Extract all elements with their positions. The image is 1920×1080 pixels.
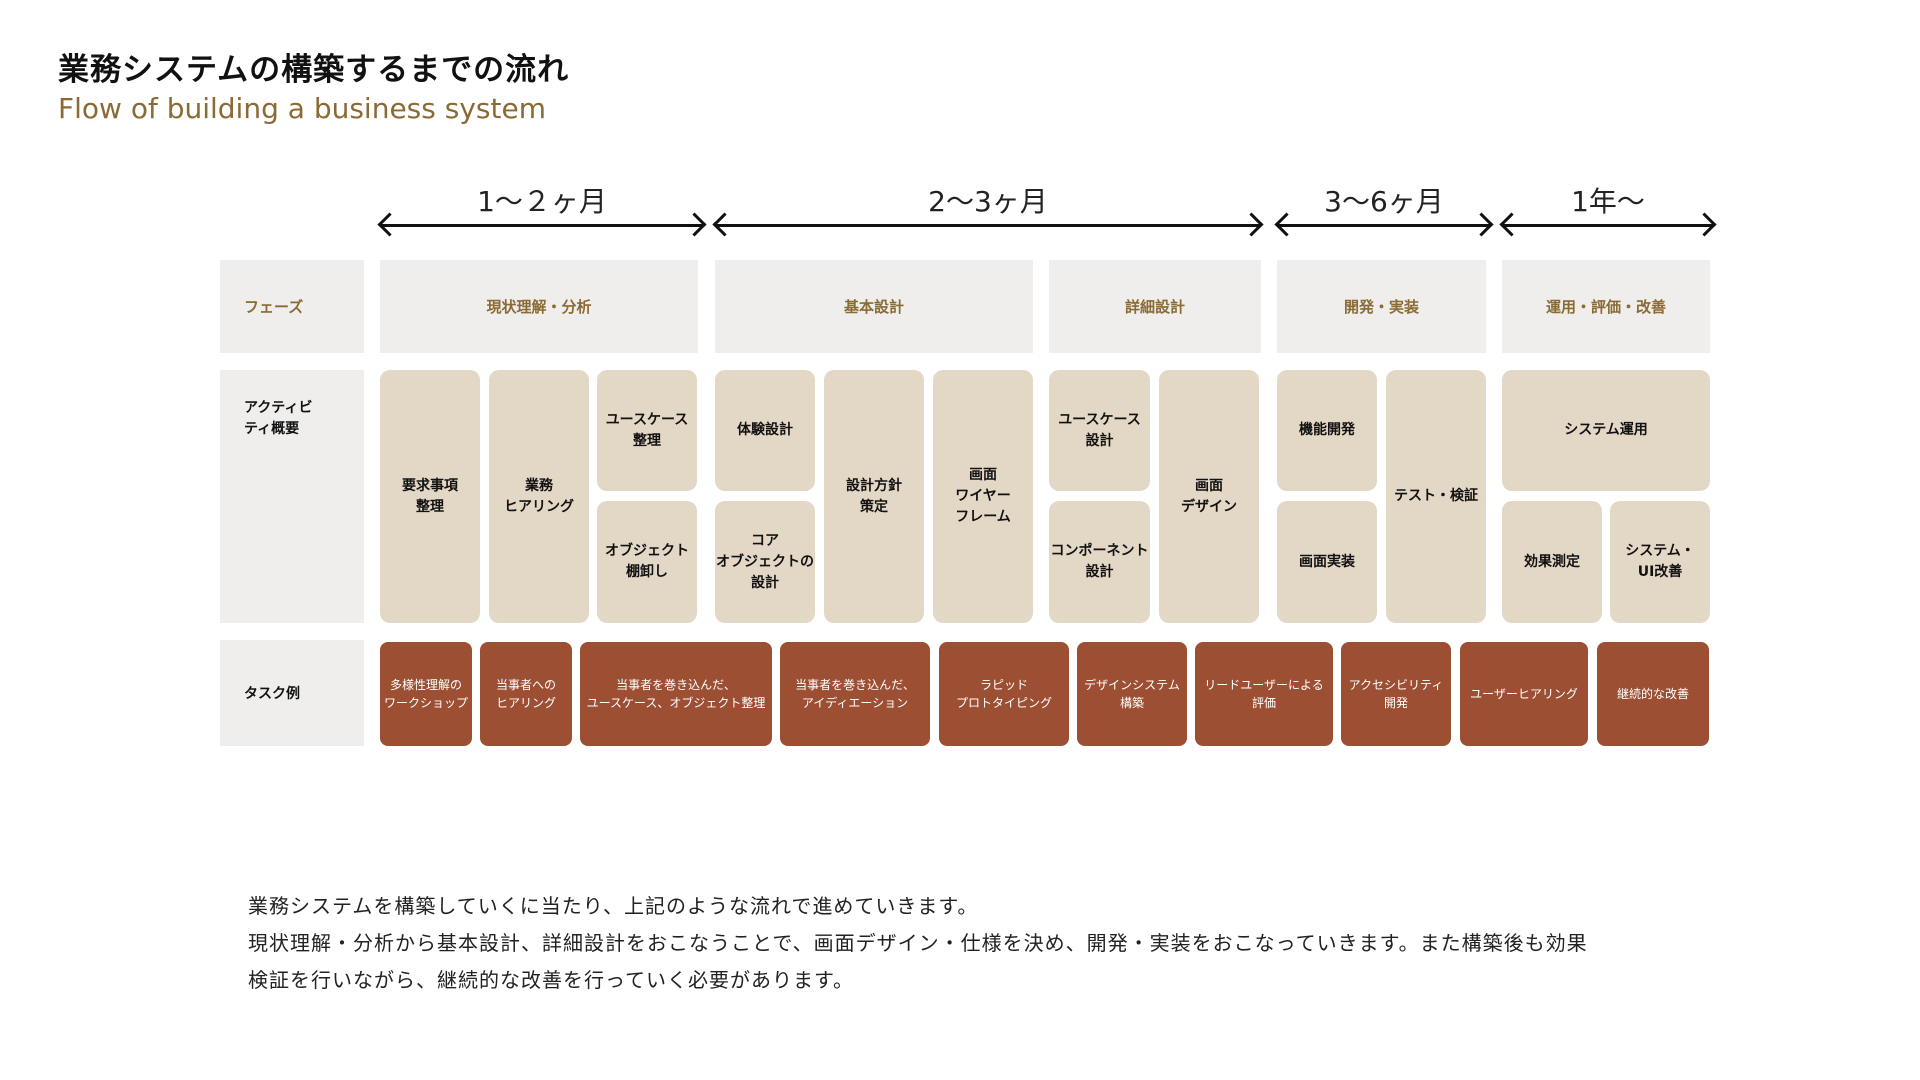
activity-business-hearing: 業務 ヒアリング: [489, 370, 589, 623]
task-user-hearing: ユーザーヒアリング: [1460, 642, 1588, 746]
duration-label: 3〜6ヶ月: [1324, 185, 1444, 218]
description-line: 検証を行いながら、継続的な改善を行っていく必要があります。: [248, 968, 854, 992]
duration-1: 1〜２ヶ月: [377, 180, 707, 240]
task-continuous-improvement: 継続的な改善: [1597, 642, 1709, 746]
activity-effect-measurement: 効果測定: [1502, 501, 1602, 623]
phase-operation: 運用・評価・改善: [1502, 260, 1710, 353]
activity-requirements: 要求事項 整理: [380, 370, 480, 623]
description-line: 業務システムを構築していくに当たり、上記のような流れで進めていきます。: [248, 894, 979, 918]
activity-screen-design: 画面 デザイン: [1159, 370, 1259, 623]
phase-development: 開発・実装: [1277, 260, 1486, 353]
page-subtitle: Flow of building a business system: [58, 92, 546, 125]
row-label-phase: フェーズ: [220, 260, 364, 353]
double-arrow-icon: [1499, 212, 1717, 237]
activity-component-design: コンポーネント 設計: [1049, 501, 1150, 623]
double-arrow-icon: [377, 212, 707, 237]
activity-screen-impl: 画面実装: [1277, 501, 1377, 623]
activity-experience-design: 体験設計: [715, 370, 815, 491]
task-design-system: デザインシステム 構築: [1077, 642, 1187, 746]
row-label-task: タスク例: [220, 640, 364, 746]
task-stakeholder-hearing: 当事者への ヒアリング: [480, 642, 572, 746]
duration-3: 3〜6ヶ月: [1274, 180, 1494, 240]
task-ideation: 当事者を巻き込んだ、 アイディエーション: [780, 642, 930, 746]
activity-test: テスト・検証: [1386, 370, 1486, 623]
activity-ui-improvement: システム・ UI改善: [1610, 501, 1710, 623]
phase-detail-design: 詳細設計: [1049, 260, 1261, 353]
duration-label: 1〜２ヶ月: [477, 185, 607, 218]
activity-wireframe: 画面 ワイヤー フレーム: [933, 370, 1033, 623]
task-rapid-prototyping: ラピッド プロトタイピング: [939, 642, 1069, 746]
row-label-activity: アクティビ ティ概要: [220, 370, 364, 623]
task-workshop: 多様性理解の ワークショップ: [380, 642, 472, 746]
task-lead-user-eval: リードユーザーによる 評価: [1195, 642, 1333, 746]
duration-2: 2〜3ヶ月: [712, 180, 1264, 240]
description-line: 現状理解・分析から基本設計、詳細設計をおこなうことで、画面デザイン・仕様を決め、…: [248, 931, 1588, 955]
activity-feature-dev: 機能開発: [1277, 370, 1377, 491]
activity-usecase-organize: ユースケース 整理: [597, 370, 697, 491]
activity-design-policy: 設計方針 策定: [824, 370, 924, 623]
duration-label: 2〜3ヶ月: [928, 185, 1048, 218]
double-arrow-icon: [712, 212, 1264, 237]
double-arrow-icon: [1274, 212, 1494, 237]
duration-4: 1年〜: [1499, 180, 1717, 240]
task-accessibility: アクセシビリティ 開発: [1341, 642, 1451, 746]
duration-label: 1年〜: [1571, 185, 1645, 218]
activity-object-inventory: オブジェクト 棚卸し: [597, 501, 697, 623]
activity-core-object-design: コア オブジェクトの 設計: [715, 501, 815, 623]
activity-system-operation: システム運用: [1502, 370, 1710, 491]
task-usecase-object: 当事者を巻き込んだ、 ユースケース、オブジェクト整理: [580, 642, 772, 746]
page-title: 業務システムの構築するまでの流れ: [58, 52, 570, 88]
phase-basic-design: 基本設計: [715, 260, 1033, 353]
activity-usecase-design: ユースケース 設計: [1049, 370, 1150, 491]
phase-analysis: 現状理解・分析: [380, 260, 698, 353]
description: 業務システムを構築していくに当たり、上記のような流れで進めていきます。 現状理解…: [248, 888, 1748, 999]
